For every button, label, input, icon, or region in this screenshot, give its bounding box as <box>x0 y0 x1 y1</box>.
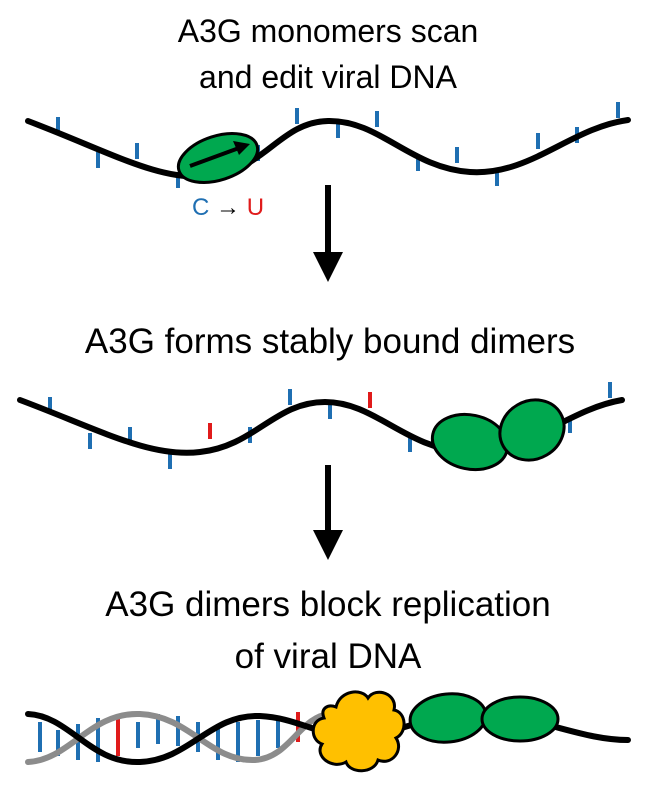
panel-1-caption-line-2: and edit viral DNA <box>199 59 458 95</box>
panel-1: A3G monomers scan and edit viral DNA <box>25 13 631 282</box>
panel-3-caption-line-2: of viral DNA <box>235 637 422 676</box>
a3g-dimer-blocking <box>408 692 560 744</box>
a3g-dimer-blocking-subunit-2 <box>480 695 560 743</box>
replication-blocker-icon <box>311 690 406 773</box>
edit-label-uracil: U <box>247 194 264 221</box>
edit-label-arrow-icon: → <box>216 194 240 221</box>
edit-label: C → U <box>192 194 264 221</box>
a3g-dimer <box>430 398 566 472</box>
transition-arrow-2-icon <box>313 465 343 560</box>
panel-3: A3G dimers block replication of viral DN… <box>25 585 631 773</box>
panel-1-dna-strand <box>25 117 631 180</box>
a3g-monomer <box>176 132 260 184</box>
panel-2-uracil-marks <box>208 392 372 439</box>
panel-3-caption-line-1: A3G dimers block replication <box>105 585 550 624</box>
a3g-dimer-blocking-subunit-1 <box>408 692 488 744</box>
scan-direction-arrowhead-icon <box>233 141 250 155</box>
scan-direction-arrow-icon <box>189 146 240 168</box>
panel-2: A3G forms stably bound dimers <box>17 322 625 560</box>
panel-2-caption-line-1: A3G forms stably bound dimers <box>85 322 575 361</box>
panel-1-cytosine-marks <box>56 102 620 188</box>
panel-1-caption-line-1: A3G monomers scan <box>178 13 479 49</box>
edit-label-cytosine: C <box>192 194 209 221</box>
transition-arrow-1-icon <box>313 185 343 282</box>
a3g-dimer-subunit-2 <box>498 398 566 462</box>
